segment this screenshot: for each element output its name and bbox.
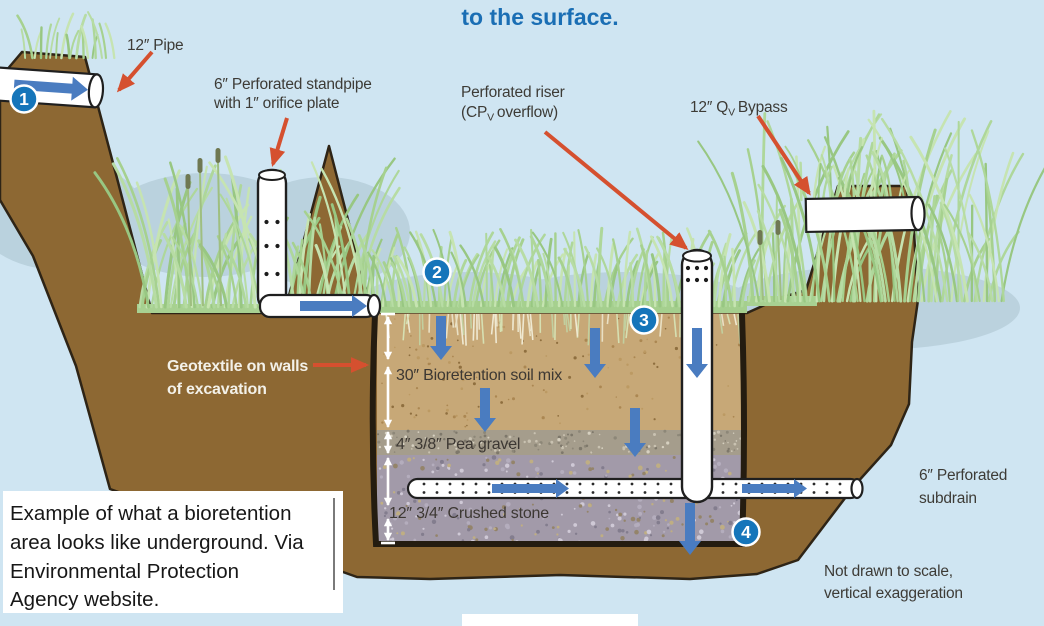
numbered-markers: 1 2 3 4: [9, 84, 761, 547]
flow-arrow-inlet: [13, 76, 88, 101]
cattails: [185, 148, 782, 307]
label-geotextile-line2: of excavation: [167, 381, 267, 398]
red-arrow-riser: [543, 130, 689, 251]
marker-4-number: 4: [741, 522, 751, 542]
flow-arrow-soil-2: [584, 328, 606, 378]
perforated-riser: [680, 248, 714, 504]
riser-perforations: [685, 265, 709, 283]
red-arrow-pipe12: [116, 50, 154, 93]
label-riser-sub-v: V: [487, 112, 494, 124]
flow-arrow-subdrain-left: [492, 479, 569, 498]
root-zone: [385, 313, 741, 346]
caption-line1: Example of what a bioretention: [10, 502, 291, 525]
label-crushed-stone: 12″ 3/4″ Crushed stone: [389, 505, 549, 522]
dimension-lines: [381, 312, 395, 545]
marker-3-number: 3: [639, 310, 649, 330]
standpipe-outlet-pipe: [258, 293, 382, 319]
label-riser-overflow: overflow): [497, 104, 558, 121]
label-geotextile-line1: Geotextile on walls: [167, 358, 308, 375]
label-riser-cp: (CP: [461, 104, 487, 121]
flow-arrow-bottom: [679, 503, 701, 555]
subdrain-pipe: [406, 477, 864, 500]
label-bypass-sub-v: V: [728, 107, 735, 119]
marker-2: 2: [422, 257, 452, 287]
label-standpipe-line2: with 1″ orifice plate: [213, 95, 339, 112]
marker-1-number: 1: [19, 89, 29, 109]
label-soil-mix: 30″ Bioretention soil mix: [396, 367, 562, 384]
flow-arrow-riser: [686, 328, 708, 378]
label-riser-line1: Perforated riser: [461, 84, 565, 101]
flow-arrow-soil-1: [430, 316, 452, 360]
marker-3: 3: [629, 305, 659, 335]
label-pipe12: 12″ Pipe: [127, 37, 183, 54]
caption-line3: Environmental Protection: [10, 560, 239, 583]
label-bypass-text: Bypass: [738, 99, 788, 116]
caption-background: [3, 491, 343, 613]
label-note-line2: vertical exaggeration: [824, 585, 963, 602]
caption-line2: area looks like underground. Via: [10, 531, 304, 554]
flow-arrow-outlet: [300, 295, 367, 317]
label-pea-gravel: 4″ 3/8″ Pea gravel: [396, 436, 520, 453]
flow-arrow-subdrain-right: [742, 479, 807, 498]
title-text: to the surface.: [461, 4, 618, 30]
red-arrow-standpipe: [269, 117, 289, 168]
flow-arrow-soil-4: [624, 408, 646, 457]
flow-arrow-soil-3: [474, 388, 496, 432]
label-note-line1: Not drawn to scale,: [824, 563, 953, 580]
marker-1: 1: [9, 84, 39, 114]
percolation-arrows: [430, 316, 701, 555]
bypass-pipe: [804, 195, 926, 234]
caption-line4: Agency website.: [10, 588, 159, 611]
swale-grass-base: [137, 304, 372, 313]
marker-4: 4: [731, 517, 761, 547]
bottom-white-patch: [462, 614, 638, 626]
label-subdrain-line1: 6″ Perforated: [919, 467, 1007, 484]
grass-right: [697, 109, 1044, 303]
grass-left-berm: [16, 11, 116, 60]
geotextile-lining: [369, 311, 747, 547]
right-grass-base: [747, 296, 817, 306]
standpipe-perforations: [264, 219, 280, 277]
standpipe-6in: [256, 168, 288, 312]
caption-box: Example of what a bioretention area look…: [3, 491, 343, 613]
red-arrow-bypass: [756, 114, 811, 196]
marker-2-number: 2: [432, 262, 442, 282]
label-standpipe-line1: 6″ Perforated standpipe: [214, 76, 372, 93]
label-subdrain-line2: subdrain: [919, 490, 977, 507]
annotation-arrows: [116, 50, 811, 373]
label-bypass-q: 12″ Q: [690, 99, 728, 116]
